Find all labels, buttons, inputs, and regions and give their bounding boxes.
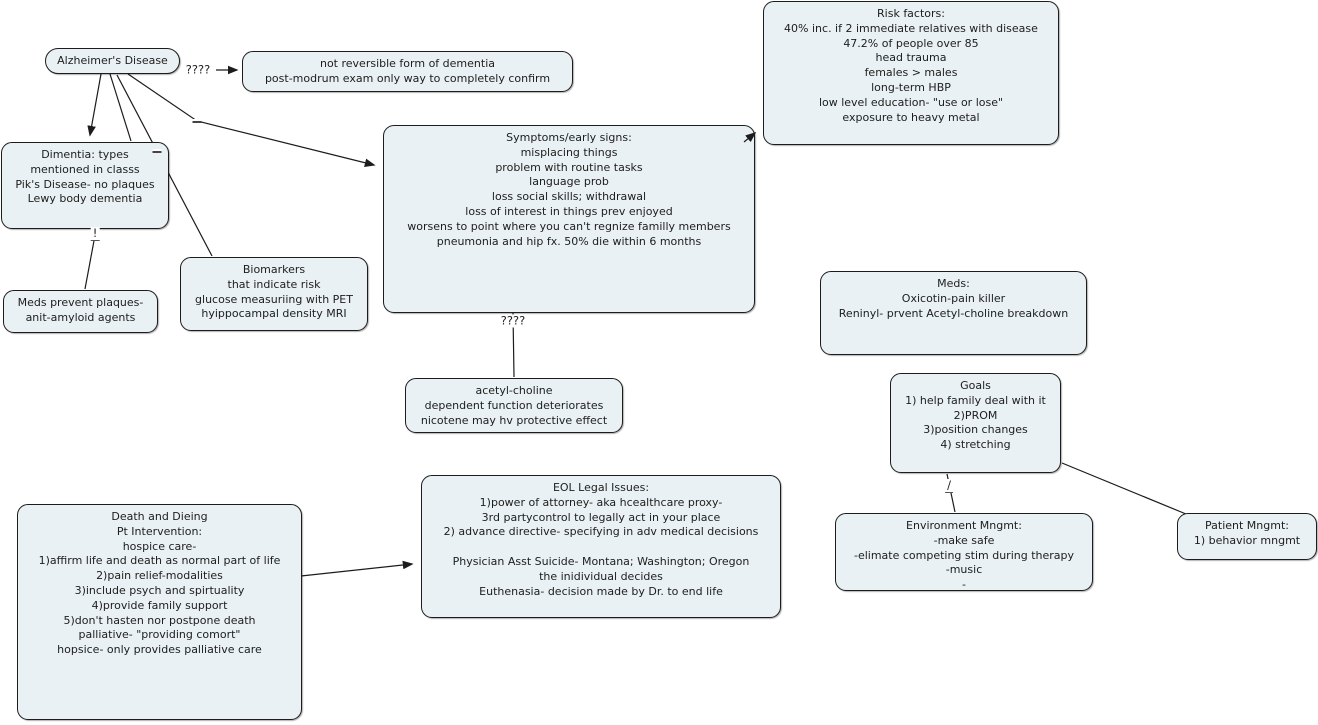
node-environment-mngmt[interactable]: Environment Mngmt: -make safe -elimate c…	[835, 513, 1093, 591]
edge-death-eol	[300, 560, 414, 577]
node-biomarkers[interactable]: Biomarkers that indicate risk glucose me…	[180, 257, 368, 331]
node-acetyl-choline[interactable]: acetyl-choline dependent function deteri…	[405, 378, 623, 433]
edge-alzheimers-dementia	[87, 73, 102, 137]
link-label-question-symptoms[interactable]: ????	[498, 313, 528, 328]
node-not-reversible-text: not reversible form of dementia post-mod…	[264, 57, 551, 85]
edge-alzheimers-dementia-2	[109, 73, 132, 142]
node-patient-mngmt-text: Patient Mngmt: 1) behavior mngmt	[1193, 519, 1301, 547]
node-goals[interactable]: Goals 1) help family deal with it 2)PROM…	[890, 373, 1061, 473]
node-alzheimers[interactable]: Alzheimer's Disease	[45, 48, 180, 74]
node-symptoms-text: Symptoms/early signs: misplacing things …	[407, 131, 731, 248]
node-environment-mngmt-text: Environment Mngmt: -make safe -elimate c…	[853, 519, 1075, 592]
node-acetyl-choline-text: acetyl-choline dependent function deteri…	[420, 384, 608, 427]
node-alzheimers-text: Alzheimer's Disease	[57, 54, 168, 67]
node-risk-factors-text: Risk factors: 40% inc. if 2 immediate re…	[784, 7, 1038, 124]
node-death-dying-text: Death and Dieing Pt Intervention: hospic…	[38, 510, 281, 657]
node-symptoms[interactable]: Symptoms/early signs: misplacing things …	[383, 125, 755, 313]
node-goals-text: Goals 1) help family deal with it 2)PROM…	[905, 379, 1046, 452]
node-dementia-types-text: Dimentia: types mentioned in classs Pik'…	[15, 148, 155, 206]
node-patient-mngmt[interactable]: Patient Mngmt: 1) behavior mngmt	[1177, 513, 1317, 560]
node-biomarkers-text: Biomarkers that indicate risk glucose me…	[195, 263, 353, 321]
link-label-dash-symptoms[interactable]	[192, 119, 202, 123]
node-meds-prevent-plaques[interactable]: Meds prevent plaques- anit-amyloid agent…	[3, 290, 158, 333]
node-meds-text: Meds: Oxicotin-pain killer Reninyl- prve…	[838, 277, 1069, 320]
node-meds-prevent-plaques-text: Meds prevent plaques- anit-amyloid agent…	[17, 296, 144, 324]
node-meds[interactable]: Meds: Oxicotin-pain killer Reninyl- prve…	[820, 271, 1087, 355]
node-death-dying[interactable]: Death and Dieing Pt Intervention: hospic…	[17, 504, 302, 720]
node-risk-factors[interactable]: Risk factors: 40% inc. if 2 immediate re…	[763, 1, 1059, 145]
link-label-question-alzheimers[interactable]: ????	[183, 62, 213, 77]
edge-symptoms-riskfactors	[743, 131, 757, 143]
link-label-dash-biomarkers[interactable]	[152, 149, 162, 153]
node-eol-legal-text: EOL Legal Issues: 1)power of attorney- a…	[443, 481, 759, 598]
edge-goals-patient	[1061, 462, 1187, 515]
link-label-exclamation[interactable]: !	[90, 226, 100, 241]
node-eol-legal[interactable]: EOL Legal Issues: 1)power of attorney- a…	[421, 475, 781, 618]
node-dementia-types[interactable]: Dimentia: types mentioned in classs Pik'…	[1, 142, 169, 229]
link-label-slash[interactable]: /	[945, 478, 953, 493]
node-not-reversible[interactable]: not reversible form of dementia post-mod…	[242, 51, 573, 92]
